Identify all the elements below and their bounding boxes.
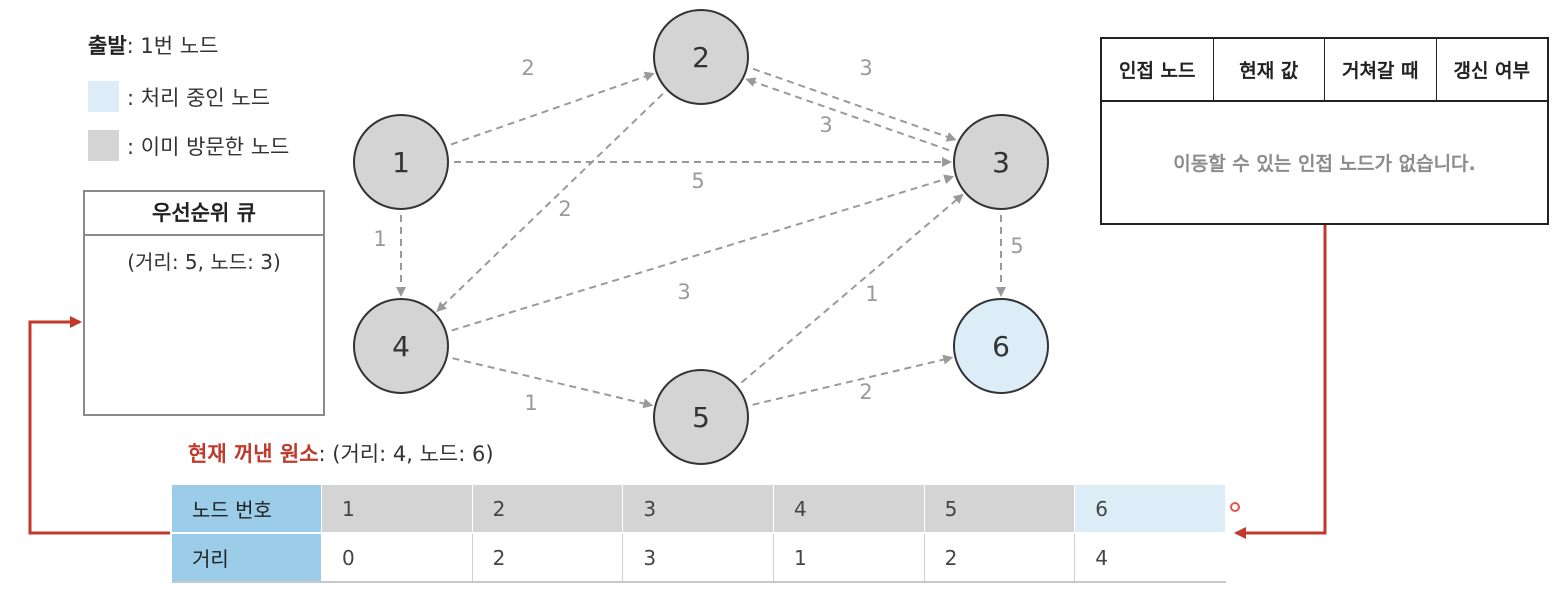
current-popped-label: 현재 꺼낸 원소 xyxy=(188,442,319,466)
node-cell: 4 xyxy=(773,485,925,534)
distance-cell: 2 xyxy=(924,533,1076,583)
distance-cell: 3 xyxy=(622,533,774,583)
adjacency-table: 인접 노드 현재 값 거쳐갈 때 갱신 여부 이동할 수 있는 인접 노드가 없… xyxy=(1100,37,1549,225)
edge-weight-label: 2 xyxy=(521,56,534,80)
edge-3-2 xyxy=(745,77,950,152)
legend-processing-label: : 처리 중인 노드 xyxy=(127,85,271,110)
graph-node-2 xyxy=(653,9,749,105)
legend-visited: : 이미 방문한 노드 xyxy=(88,130,289,161)
distance-table-node-row: 노드 번호 1 2 3 4 5 6 xyxy=(172,485,1226,534)
graph-node-3 xyxy=(953,114,1049,210)
graph-node-label: 5 xyxy=(692,401,710,434)
edge-weight-label: 3 xyxy=(677,280,690,304)
node-cell: 1 xyxy=(321,485,473,534)
legend-start-value: : 1번 노드 xyxy=(126,34,219,58)
graph-node-6 xyxy=(953,298,1049,394)
priority-queue: 우선순위 큐 (거리: 5, 노드: 3) xyxy=(83,190,325,416)
adjacency-table-header: 인접 노드 현재 값 거쳐갈 때 갱신 여부 xyxy=(1102,39,1547,102)
graph-node-4 xyxy=(353,298,449,394)
legend-visited-label: : 이미 방문한 노드 xyxy=(127,134,290,159)
edge-2-3 xyxy=(752,67,957,142)
edge-weight-label: 5 xyxy=(691,169,704,193)
node-cell: 5 xyxy=(924,485,1076,534)
priority-queue-title: 우선순위 큐 xyxy=(85,192,323,236)
graph-edges: 2 5 1 3 3 2 3 1 1 2 5 xyxy=(373,56,1023,415)
legend-processing: : 처리 중인 노드 xyxy=(88,81,270,112)
legend-start: 출발 : 1번 노드 xyxy=(88,30,218,60)
legend-start-label: 출발 xyxy=(88,34,127,58)
row-header-distance: 거리 xyxy=(172,533,322,583)
graph-node-5 xyxy=(653,369,749,465)
edge-2-4 xyxy=(436,93,664,313)
priority-queue-item: (거리: 5, 노드: 3) xyxy=(127,250,281,274)
adjacency-empty-message: 이동할 수 있는 인접 노드가 없습니다. xyxy=(1173,153,1476,175)
edge-weight-label: 1 xyxy=(524,391,537,415)
edge-weight-label: 5 xyxy=(1010,234,1023,258)
return-arrow-left xyxy=(28,316,170,535)
edge-weight-label: 2 xyxy=(859,380,872,404)
current-popped: 현재 꺼낸 원소: (거리: 4, 노드: 6) xyxy=(188,438,494,468)
graph-node-label: 6 xyxy=(992,330,1010,363)
visited-swatch xyxy=(88,130,119,161)
edge-weight-label: 1 xyxy=(865,282,878,306)
graph-nodes: 1 2 3 4 5 6 xyxy=(353,9,1049,465)
distance-cell: 1 xyxy=(773,533,925,583)
node-cell: 6 xyxy=(1074,485,1226,534)
info-arrow-right xyxy=(1234,222,1327,539)
distance-table: 노드 번호 1 2 3 4 5 6 거리 0 2 3 1 2 4 xyxy=(172,485,1226,583)
header-updated: 갱신 여부 xyxy=(1453,60,1531,82)
edge-4-5 xyxy=(452,357,654,409)
distance-cell: 2 xyxy=(472,533,624,583)
processing-swatch xyxy=(88,81,119,112)
header-via-value: 거쳐갈 때 xyxy=(1325,39,1437,100)
distance-cell: 0 xyxy=(321,533,473,583)
edge-5-6 xyxy=(752,354,954,406)
edge-1-2 xyxy=(450,71,655,146)
edge-5-3 xyxy=(740,193,964,384)
edge-weight-label: 3 xyxy=(859,56,872,80)
graph-node-1 xyxy=(353,114,449,210)
node-cell: 3 xyxy=(622,485,774,534)
edge-weight-label: 1 xyxy=(373,227,386,251)
graph-node-label: 1 xyxy=(392,146,410,179)
distance-table-distance-row: 거리 0 2 3 1 2 4 xyxy=(172,533,1226,583)
distance-cell: 4 xyxy=(1074,533,1226,583)
edge-4-3 xyxy=(451,174,955,332)
header-adjacent-node: 인접 노드 xyxy=(1102,39,1214,100)
node-cell: 2 xyxy=(472,485,624,534)
header-current-value: 현재 값 xyxy=(1214,39,1325,100)
edge-weight-label: 2 xyxy=(558,197,571,221)
current-popped-value: : (거리: 4, 노드: 6) xyxy=(318,442,494,466)
edge-weight-label: 3 xyxy=(819,113,832,137)
graph-node-label: 4 xyxy=(392,330,410,363)
graph-node-label: 2 xyxy=(692,41,710,74)
row-header-node: 노드 번호 xyxy=(172,485,322,534)
cursor-dot xyxy=(1230,502,1240,512)
graph-node-label: 3 xyxy=(992,146,1010,179)
